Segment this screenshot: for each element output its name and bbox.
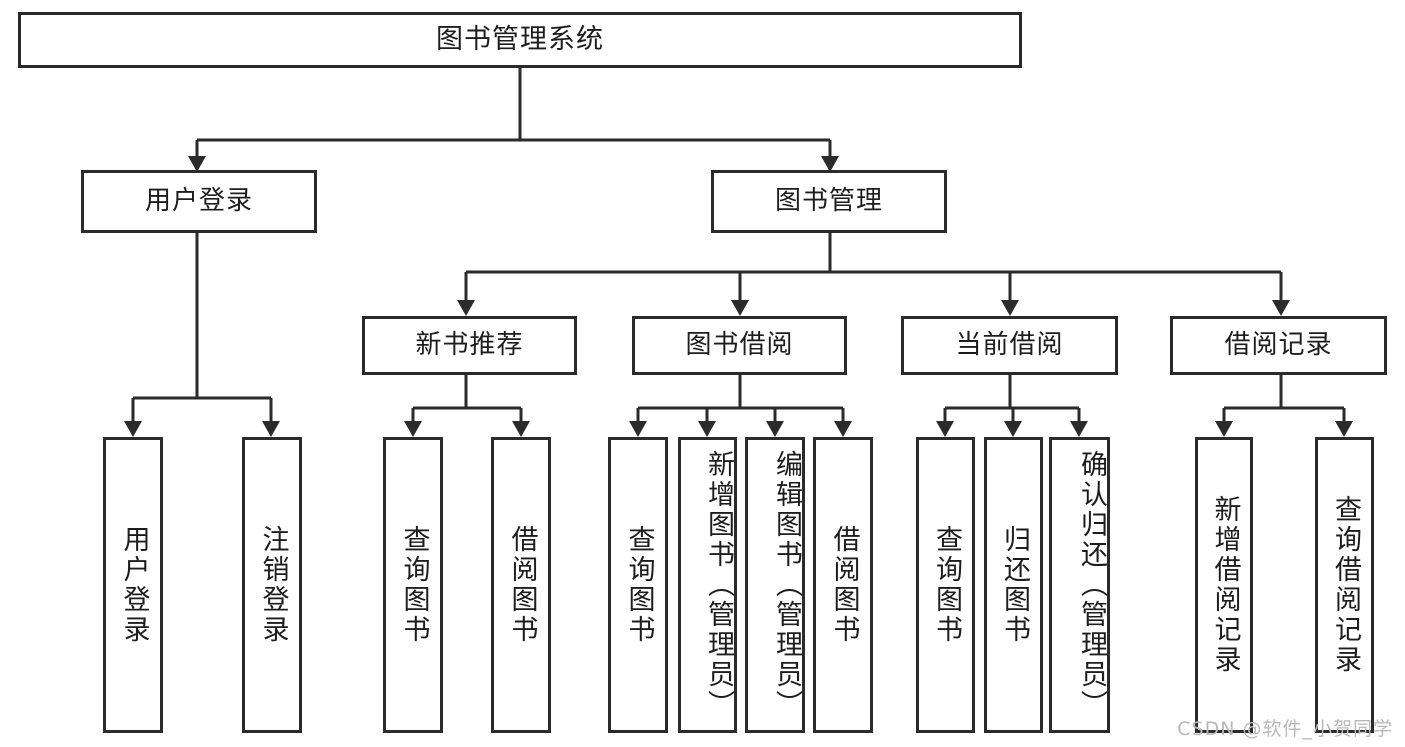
leaf-label: 借阅图书 bbox=[828, 525, 860, 645]
node-new-book-recommend[interactable]: 新书推荐 bbox=[362, 316, 577, 375]
leaf-label: 归还图书 bbox=[998, 525, 1030, 645]
leaf-new-book-borrow[interactable]: 借阅图书 bbox=[491, 437, 551, 733]
leaf-book-borrow-borrow[interactable]: 借阅图书 bbox=[813, 437, 873, 733]
leaf-user-login-logout[interactable]: 注销登录 bbox=[242, 437, 302, 733]
leaf-book-borrow-edit[interactable]: 编辑图书（管理员） bbox=[745, 437, 805, 733]
leaf-user-login-login[interactable]: 用户登录 bbox=[103, 437, 163, 733]
node-borrow-record[interactable]: 借阅记录 bbox=[1170, 316, 1387, 375]
leaf-book-borrow-query[interactable]: 查询图书 bbox=[608, 437, 668, 733]
leaf-label: 查询借阅记录 bbox=[1329, 495, 1361, 675]
node-book-management[interactable]: 图书管理 bbox=[711, 170, 947, 233]
leaf-label: 借阅图书 bbox=[506, 525, 538, 645]
leaf-label: 用户登录 bbox=[118, 525, 150, 645]
leaf-label: 查询图书 bbox=[398, 525, 430, 645]
leaf-borrow-record-add[interactable]: 新增借阅记录 bbox=[1195, 437, 1253, 733]
leaf-label: 编辑图书（管理员） bbox=[771, 450, 802, 720]
node-user-login[interactable]: 用户登录 bbox=[81, 170, 317, 233]
leaf-label: 确认归还（管理员） bbox=[1076, 450, 1107, 720]
leaf-borrow-record-query[interactable]: 查询借阅记录 bbox=[1315, 437, 1374, 733]
leaf-book-borrow-add[interactable]: 新增图书（管理员） bbox=[678, 437, 737, 733]
leaf-new-book-query[interactable]: 查询图书 bbox=[383, 437, 443, 733]
leaf-current-borrow-return[interactable]: 归还图书 bbox=[984, 437, 1043, 733]
leaf-current-borrow-query[interactable]: 查询图书 bbox=[916, 437, 975, 733]
leaf-label: 新增图书（管理员） bbox=[703, 450, 734, 720]
node-root-system[interactable]: 图书管理系统 bbox=[18, 12, 1022, 68]
leaf-current-borrow-confirm-return[interactable]: 确认归还（管理员） bbox=[1049, 437, 1110, 733]
leaf-label: 查询图书 bbox=[623, 525, 655, 645]
leaf-label: 查询图书 bbox=[930, 525, 962, 645]
watermark: CSDN @软件_小贺同学 bbox=[1177, 718, 1393, 740]
node-book-borrow[interactable]: 图书借阅 bbox=[632, 316, 847, 375]
leaf-label: 新增借阅记录 bbox=[1209, 495, 1241, 675]
leaf-label: 注销登录 bbox=[257, 525, 289, 645]
node-current-borrow[interactable]: 当前借阅 bbox=[901, 316, 1118, 375]
